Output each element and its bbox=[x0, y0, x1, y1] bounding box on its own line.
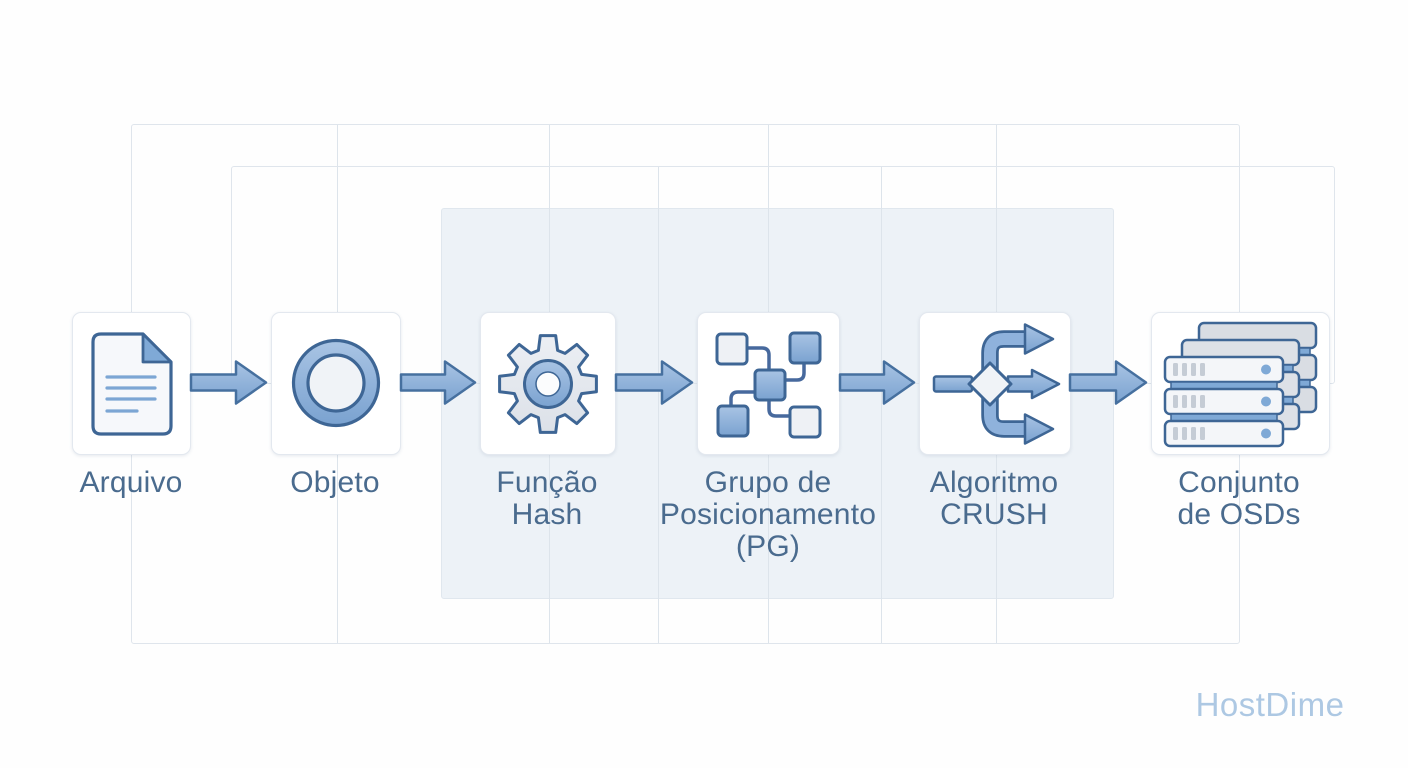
step-label-arquivo: Arquivo bbox=[79, 466, 183, 499]
grid-line bbox=[658, 166, 659, 643]
flow-arrow bbox=[399, 360, 477, 405]
step-box-funcao-hash bbox=[480, 312, 616, 455]
server-stack-icon bbox=[1163, 321, 1318, 448]
step-box-objeto bbox=[271, 312, 401, 455]
step-label-algoritmo-crush: Algoritmo CRUSH bbox=[929, 466, 1059, 531]
step-box-arquivo bbox=[72, 312, 191, 455]
flow-arrow bbox=[1068, 360, 1148, 405]
document-icon bbox=[91, 332, 173, 436]
flow-arrow bbox=[838, 360, 916, 405]
step-box-grupo-posicionamento bbox=[697, 312, 840, 455]
hostdime-watermark: HostDime bbox=[1195, 686, 1345, 723]
flow-arrow bbox=[614, 360, 694, 405]
flow-arrow bbox=[189, 360, 268, 405]
placement-group-nodes-icon bbox=[715, 331, 822, 439]
step-label-conjunto-osds: Conjunto de OSDs bbox=[1177, 466, 1301, 531]
branching-arrows-icon bbox=[932, 323, 1061, 445]
step-box-conjunto-osds bbox=[1151, 312, 1330, 455]
grid-line bbox=[881, 166, 882, 643]
step-box-algoritmo-crush bbox=[919, 312, 1071, 455]
step-label-funcao-hash: Função Hash bbox=[496, 466, 598, 531]
step-label-objeto: Objeto bbox=[290, 466, 380, 499]
object-ring-icon bbox=[291, 338, 381, 428]
gear-icon bbox=[498, 334, 598, 434]
step-label-grupo-posicionamento: Grupo de Posicionamento (PG) bbox=[659, 466, 877, 563]
